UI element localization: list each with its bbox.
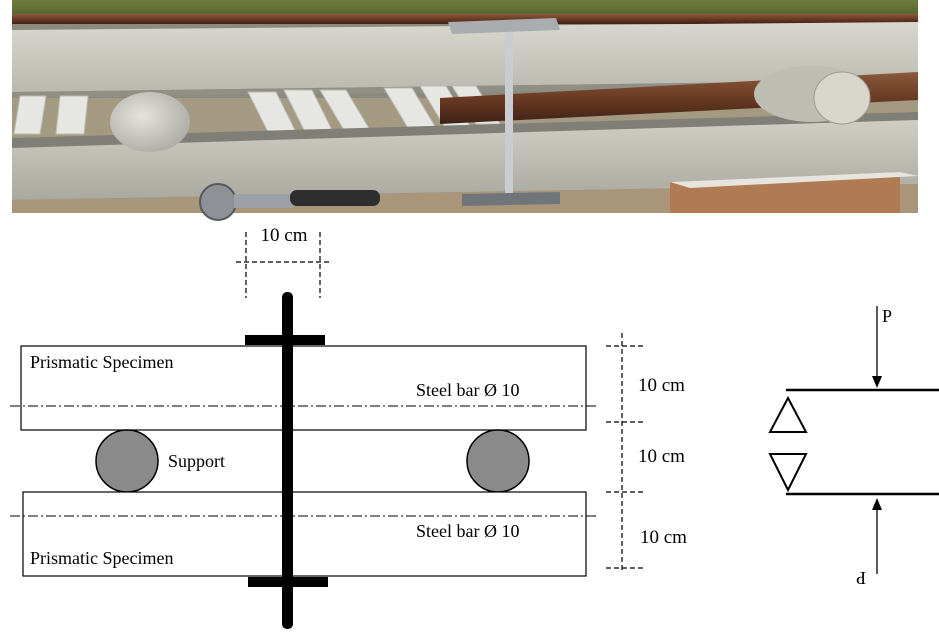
lower-bar-label: Steel bar Ø 10: [416, 521, 519, 541]
bottom-load-arrowhead: [872, 498, 882, 510]
bottom-load-label: P: [856, 568, 866, 588]
upper-specimen-label: Prismatic Specimen: [30, 352, 173, 372]
support-right: [466, 429, 530, 493]
top-load-arrowhead: [872, 376, 882, 388]
load-diagram: P P: [768, 306, 939, 588]
steel-bar: [282, 292, 293, 629]
top-dimension-label: 10 cm: [261, 225, 308, 246]
specimen-setup-diagram: 10 cm Prismatic Specimen Steel bar Ø 10 …: [10, 222, 687, 629]
dim-label-1: 10 cm: [638, 375, 685, 396]
top-plate: [245, 335, 325, 345]
dim-label-3: 10 cm: [640, 527, 687, 548]
support-label: Support: [168, 451, 225, 471]
dim-label-bg: [252, 222, 316, 246]
dim-label-2: 10 cm: [638, 446, 685, 467]
upper-specimen: [20, 345, 587, 431]
triangle-support-up: [768, 395, 808, 433]
support-left: [95, 429, 159, 493]
lower-specimen-label: Prismatic Specimen: [30, 548, 173, 568]
lower-specimen: [22, 491, 587, 577]
top-load-label: P: [882, 306, 892, 326]
triangle-support-down: [768, 453, 808, 493]
bottom-plate: [248, 577, 328, 587]
test-rig-photo: [12, 0, 918, 221]
upper-bar-label: Steel bar Ø 10: [416, 380, 519, 400]
